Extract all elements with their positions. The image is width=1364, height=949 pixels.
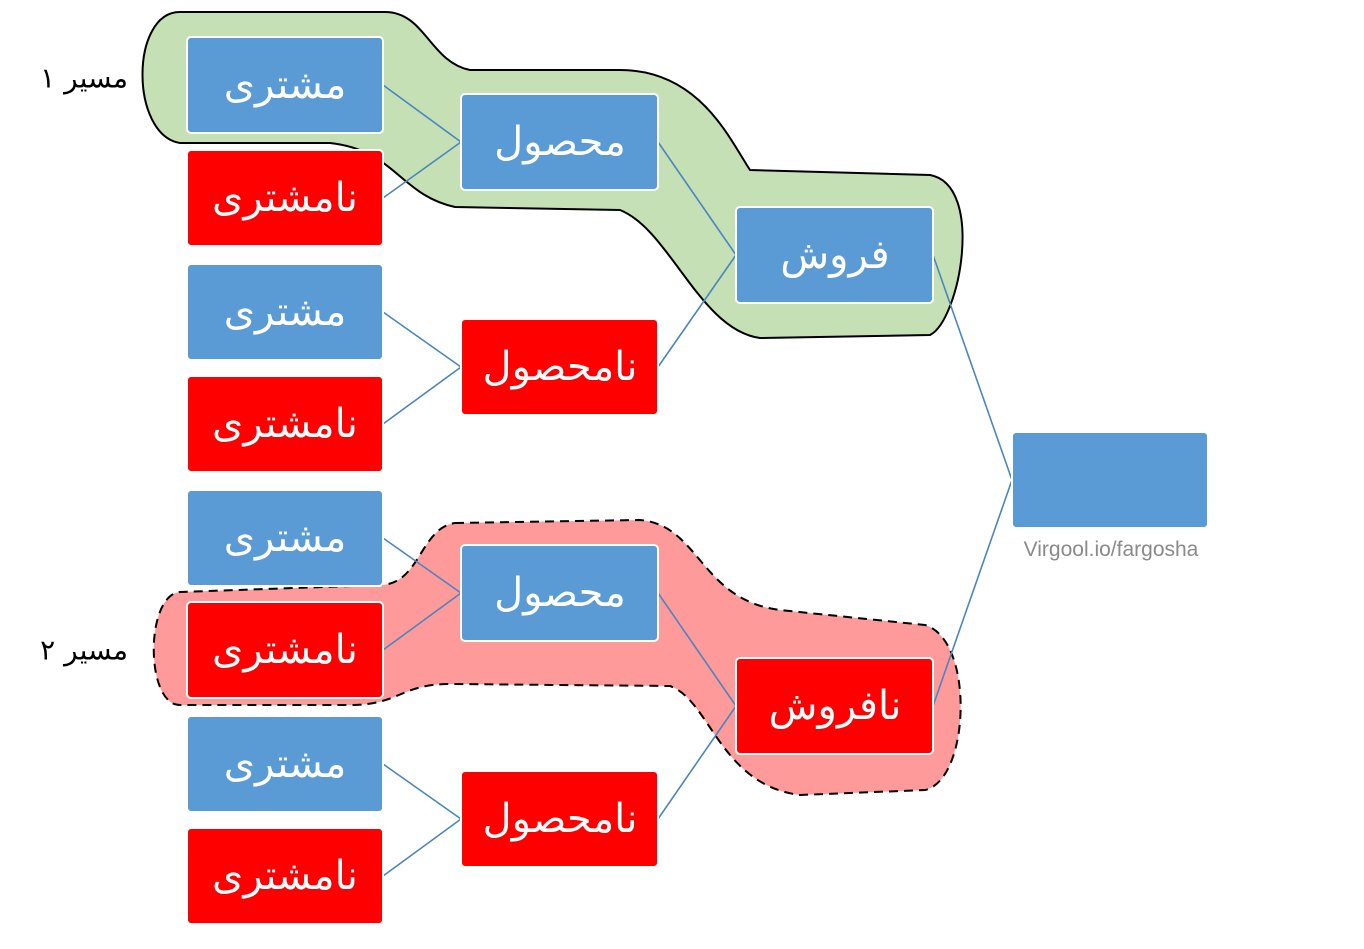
connector-line: [382, 141, 462, 199]
non-product-box: نامحصول: [460, 318, 659, 416]
product-box: محصول: [460, 93, 659, 191]
box-label: نامشتری: [212, 175, 358, 221]
non-sale-box: نافروش: [735, 657, 934, 755]
customer-box: مشتری: [186, 36, 384, 134]
non-customer-box: نامشتری: [186, 601, 384, 699]
root-box: [1011, 431, 1209, 529]
connector-line: [382, 311, 462, 368]
sale-box: فروش: [735, 206, 934, 304]
customer-box: مشتری: [186, 263, 384, 361]
connector-line: [382, 366, 462, 425]
non-customer-box: نامشتری: [186, 149, 384, 247]
non-product-box: نامحصول: [460, 770, 659, 868]
connector-line: [657, 705, 737, 820]
non-customer-box: نامشتری: [186, 827, 384, 925]
connector-line: [932, 479, 1013, 707]
box-label: مشتری: [224, 62, 347, 108]
connector-line: [657, 141, 737, 256]
connector-line: [932, 254, 1013, 481]
connectors: [382, 84, 1013, 877]
box-label: مشتری: [224, 289, 347, 335]
path1-label: مسیر ۱: [40, 62, 128, 95]
connector-line: [657, 254, 737, 368]
product-box: محصول: [460, 544, 659, 642]
box-label: نامشتری: [212, 627, 358, 673]
sale-column: فروش نافروش: [735, 206, 934, 755]
connector-line: [382, 763, 462, 820]
product-column: محصول نامحصول محصول نامحصول: [460, 93, 659, 868]
connector-line: [657, 592, 737, 707]
connector-line: [382, 592, 462, 651]
watermark-text: Virgool.io/fargosha: [1024, 538, 1199, 561]
box-label: نامشتری: [212, 401, 358, 447]
box-label: نامشتری: [212, 853, 358, 899]
box-label: محصول: [494, 570, 626, 616]
box-label: مشتری: [224, 515, 347, 561]
box-label: فروش: [780, 232, 889, 278]
customer-box: مشتری: [186, 489, 384, 587]
connector-line: [382, 537, 462, 594]
leaf-column: مشتری نامشتری مشتری نامشتری مشتری نامشتر…: [186, 36, 384, 925]
path2-label: مسیر ۲: [40, 634, 128, 667]
customer-box: مشتری: [186, 715, 384, 813]
non-customer-box: نامشتری: [186, 375, 384, 473]
connector-line: [382, 818, 462, 877]
box-label: نامحصول: [483, 344, 638, 390]
box-label: نامحصول: [483, 796, 638, 842]
box-label: نافروش: [769, 683, 902, 729]
connector-line: [382, 84, 462, 143]
box-label: محصول: [494, 119, 626, 165]
box-label: مشتری: [224, 741, 347, 787]
